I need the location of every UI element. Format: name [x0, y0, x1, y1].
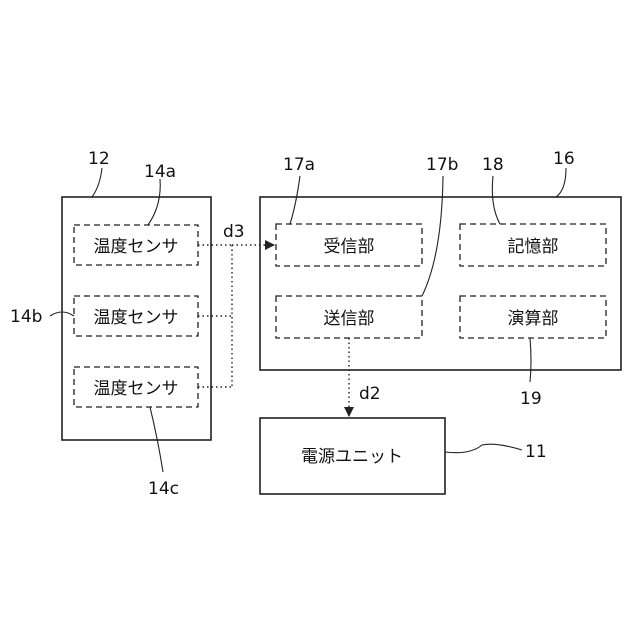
ref-11: 11 [525, 442, 547, 462]
ref-17a: 17a [283, 155, 315, 175]
temperature-sensor-label-2: 温度センサ [94, 308, 179, 328]
ref-14b: 14b [10, 307, 42, 327]
d3-label: d3 [223, 222, 245, 242]
leader-16 [556, 168, 566, 197]
transmitter-label: 送信部 [324, 309, 375, 329]
ref-14c: 14c [148, 479, 179, 499]
ref-18: 18 [482, 155, 504, 175]
ref-19: 19 [520, 389, 542, 409]
ref-14a: 14a [144, 162, 176, 182]
temperature-sensor-label-1: 温度センサ [94, 237, 179, 257]
leader-11 [445, 444, 522, 453]
power-unit-label: 電源ユニット [301, 447, 403, 467]
ref-17b: 17b [426, 155, 458, 175]
leader-12 [92, 168, 102, 197]
calculator-label: 演算部 [508, 309, 559, 329]
ref-12: 12 [88, 149, 110, 169]
d2-label: d2 [359, 384, 381, 404]
ref-16: 16 [553, 149, 575, 169]
temperature-sensor-label-3: 温度センサ [94, 379, 179, 399]
memory-label: 記憶部 [508, 237, 559, 257]
receiver-label: 受信部 [324, 237, 375, 257]
